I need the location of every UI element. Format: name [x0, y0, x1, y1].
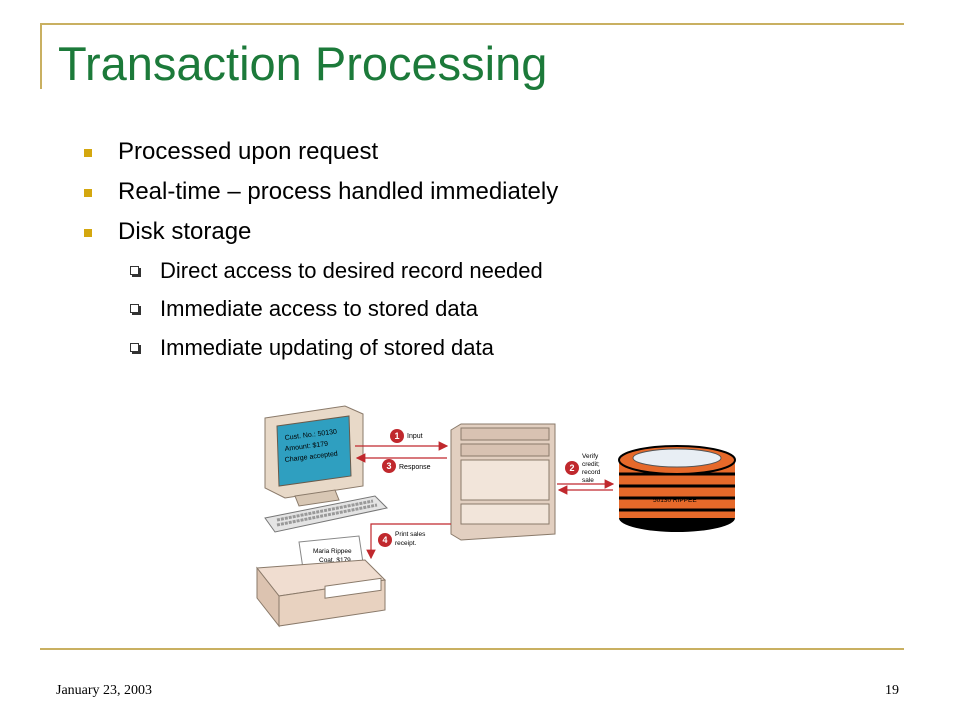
- step-label: record: [582, 469, 601, 476]
- transaction-diagram: Cust. No.: 50130 Amount: $179 Charge acc…: [255, 400, 745, 630]
- flow-arrows: [355, 441, 615, 560]
- receipt-line: Coat. $179: [319, 557, 351, 564]
- hollow-square-bullet-icon: [130, 266, 139, 275]
- step-number: 1: [394, 431, 399, 441]
- step-label: Verify: [582, 453, 599, 460]
- square-bullet-icon: [84, 189, 92, 197]
- frame-left-line: [40, 23, 42, 89]
- step-label: receipt.: [395, 540, 417, 547]
- step-label: Print sales: [395, 531, 426, 538]
- page-number: 19: [885, 683, 899, 698]
- hollow-square-bullet-icon: [130, 304, 139, 313]
- disk-label: 50130 RIPPEE: [653, 497, 697, 504]
- frame-top-line: [40, 23, 904, 25]
- step-label: sale: [582, 477, 594, 484]
- step-1: 1 Input: [390, 429, 423, 443]
- keyboard-icon: [264, 495, 389, 533]
- server-icon: [450, 423, 556, 541]
- computer-monitor-icon: Cust. No.: 50130 Amount: $179 Charge acc…: [264, 405, 364, 507]
- footer-date: January 23, 2003: [56, 683, 153, 698]
- step-number: 3: [386, 461, 391, 471]
- step-4: 4 Print sales receipt.: [378, 531, 426, 547]
- step-2: 2 Verify credit; record sale: [565, 453, 601, 484]
- square-bullet-icon: [84, 229, 92, 237]
- printer-icon: [256, 559, 387, 628]
- frame-bottom-line: [40, 648, 904, 650]
- step-3: 3 Response: [382, 459, 431, 473]
- step-label: Response: [399, 464, 431, 471]
- slide-title: Transaction Processing: [58, 37, 548, 90]
- step-number: 2: [569, 463, 574, 473]
- disk-storage-icon: 50130 RIPPEE: [618, 445, 736, 532]
- square-bullet-icon: [84, 149, 92, 157]
- step-label: credit;: [582, 461, 600, 468]
- step-number: 4: [382, 535, 387, 545]
- receipt-line: Maria Rippee: [313, 548, 352, 555]
- step-label: Input: [407, 433, 423, 440]
- hollow-square-bullet-icon: [130, 343, 139, 352]
